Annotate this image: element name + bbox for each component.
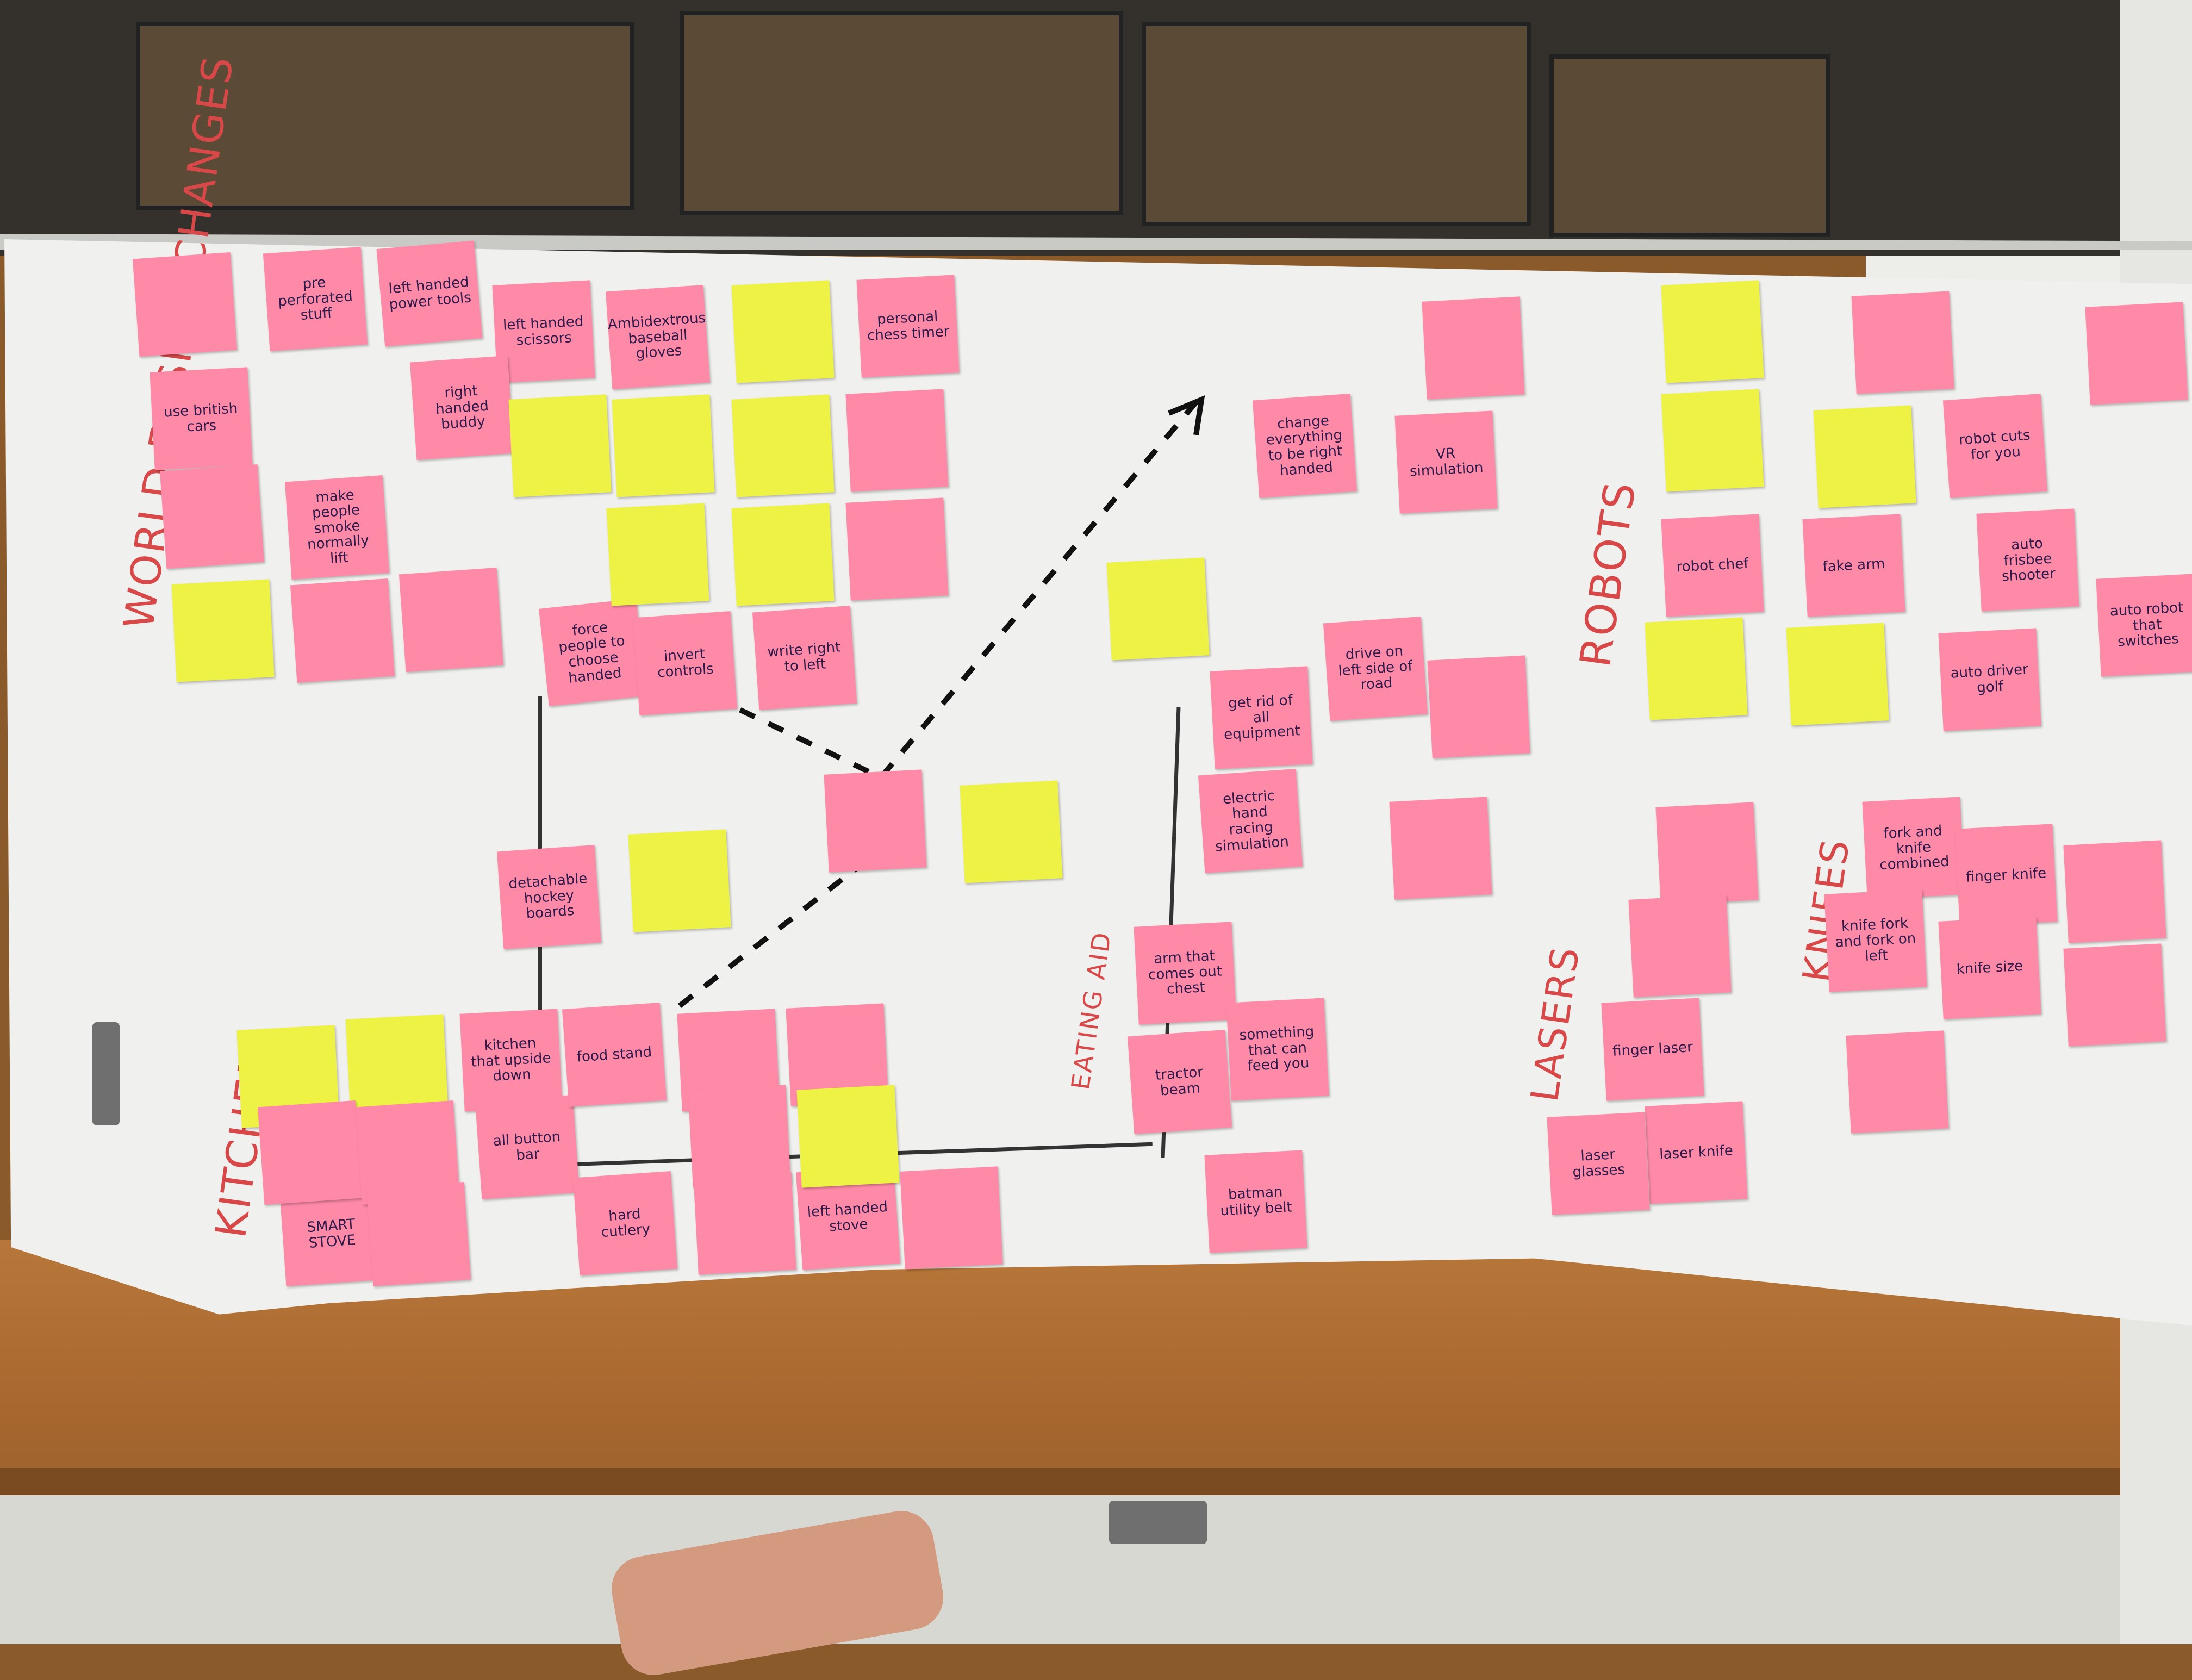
sticky-note-unreadable — [606, 503, 709, 606]
sticky-note: right handed buddy — [409, 355, 515, 461]
sticky-note-unreadable — [1645, 617, 1748, 720]
sticky-note-unreadable — [2063, 943, 2166, 1047]
sticky-note-unreadable — [508, 394, 612, 497]
sticky-note-unreadable — [171, 579, 275, 682]
sticky-note: fake arm — [1802, 514, 1905, 617]
sticky-note: knife size — [1938, 916, 2041, 1019]
sticky-note-unreadable — [900, 1166, 1003, 1270]
sticky-note-unreadable — [1661, 389, 1764, 492]
sticky-note: Ambidextrous baseball gloves — [605, 284, 711, 390]
sticky-note-unreadable — [612, 394, 715, 497]
sticky-note: change everything to be right handed — [1252, 393, 1357, 499]
sticky-note-unreadable — [2085, 302, 2188, 405]
sticky-note-unreadable — [1106, 557, 1210, 661]
sticky-note: auto frisbee shooter — [1976, 508, 2079, 612]
sticky-note-unreadable — [398, 567, 504, 673]
sticky-note: robot chef — [1661, 514, 1764, 617]
sticky-note: electric hand racing simulation — [1198, 768, 1303, 874]
sticky-note-unreadable — [1422, 296, 1525, 400]
sticky-note: auto robot that switches — [2096, 574, 2192, 677]
sticky-note: detachable hockey boards — [496, 844, 602, 950]
sticky-note-unreadable — [132, 252, 238, 357]
sticky-note: laser knife — [1645, 1101, 1748, 1204]
sticky-note: write right to left — [752, 605, 857, 711]
sticky-note: fork and knife combined — [1862, 797, 1965, 900]
sticky-note: auto driver golf — [1938, 628, 2041, 731]
sticky-note: pre perforated stuff — [263, 246, 368, 352]
sticky-note: force people to choose handed — [539, 599, 646, 706]
sticky-note: knife fork and fork on left — [1824, 889, 1927, 992]
board-handle — [92, 1022, 120, 1125]
sticky-note: finger knife — [1954, 824, 2058, 927]
sticky-note-unreadable — [1628, 894, 1732, 998]
sticky-note: laser glasses — [1547, 1112, 1650, 1215]
sticky-note-unreadable — [290, 578, 395, 683]
floor-bottom — [0, 1495, 2192, 1644]
sticky-note: hard cutlery — [572, 1171, 678, 1276]
sticky-note: arm that comes out chest — [1134, 922, 1237, 1025]
sticky-note-unreadable — [796, 1085, 900, 1188]
sticky-note: robot cuts for you — [1942, 393, 2048, 499]
sticky-note-unreadable — [1786, 623, 1889, 726]
sticky-note-unreadable — [159, 464, 265, 569]
sticky-note: use british cars — [150, 367, 253, 470]
sticky-note-unreadable — [366, 1181, 471, 1287]
sticky-note-unreadable — [845, 389, 949, 492]
sticky-note-unreadable — [693, 1172, 796, 1275]
sticky-note-unreadable — [2063, 840, 2166, 943]
lab-machines — [0, 0, 2120, 256]
sticky-note: personal chess timer — [856, 275, 960, 378]
sticky-note-unreadable — [1661, 280, 1764, 383]
sticky-note-unreadable — [845, 497, 949, 601]
sticky-note-unreadable — [1813, 405, 1916, 508]
sticky-note-unreadable — [824, 769, 927, 873]
sticky-note-unreadable — [731, 503, 835, 606]
board-handle — [1109, 1501, 1207, 1544]
sticky-note-unreadable — [1389, 797, 1492, 900]
sticky-note: food stand — [562, 1002, 667, 1107]
sticky-note: left handed power tools — [376, 240, 483, 347]
sticky-note: batman utility belt — [1204, 1150, 1307, 1253]
sticky-note-unreadable — [1846, 1030, 1949, 1134]
sticky-note-unreadable — [1851, 291, 1954, 394]
sticky-note-unreadable — [628, 829, 731, 932]
sticky-note-unreadable — [1427, 655, 1530, 758]
sticky-note-unreadable — [731, 394, 835, 497]
sticky-note-unreadable — [960, 780, 1063, 883]
sticky-note: tractor beam — [1127, 1029, 1232, 1135]
sticky-note-unreadable — [257, 1100, 363, 1205]
sticky-note: get rid of all equipment — [1210, 666, 1313, 769]
sticky-note: VR simulation — [1394, 410, 1498, 514]
sticky-note: drive on left side of road — [1323, 616, 1428, 721]
sticky-note-unreadable — [1655, 802, 1759, 905]
sticky-note: make people smoke normally lift — [284, 475, 390, 580]
sticky-note: finger laser — [1601, 998, 1704, 1101]
sticky-note: invert controls — [632, 611, 738, 716]
sticky-note: something that can feed you — [1226, 998, 1329, 1101]
sticky-note: all button bar — [475, 1094, 580, 1200]
sticky-note-unreadable — [731, 280, 835, 383]
